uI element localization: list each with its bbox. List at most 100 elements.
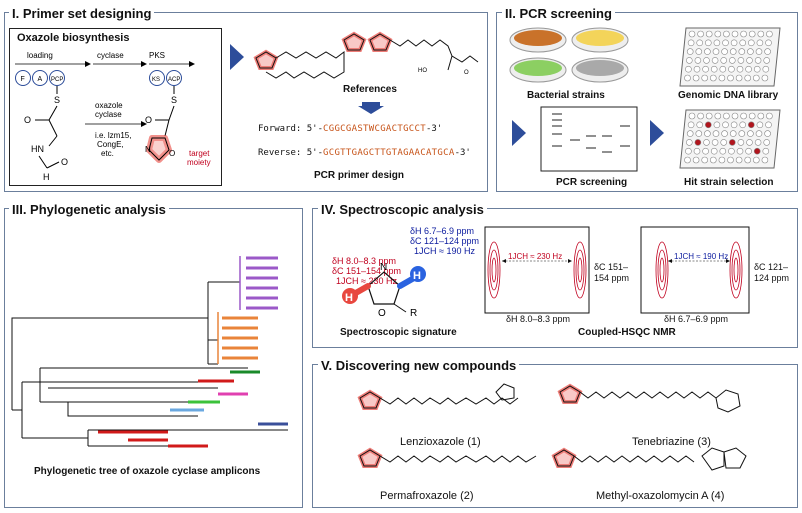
pcr-primer-design-label: PCR primer design	[314, 170, 405, 181]
hsqc-2-x-label: δH 6.7–6.9 ppm	[664, 314, 729, 324]
panel-new-compounds	[312, 364, 798, 508]
plate-well	[765, 121, 772, 129]
plate-well	[684, 156, 691, 164]
plate-well	[704, 121, 712, 129]
atom-s-right: S	[171, 95, 177, 105]
compound-lenzioxazole: Lenzioxazole (1)	[400, 436, 481, 448]
plate-well	[712, 48, 720, 55]
phylogenetic-tree	[11, 256, 288, 448]
plate-well	[728, 147, 735, 155]
plate-well	[721, 130, 728, 137]
pcr-gel	[540, 106, 638, 172]
plate-well	[745, 147, 752, 155]
compound-tenebriazine: Tenebriazine (3)	[632, 436, 711, 448]
plate-well	[701, 156, 709, 164]
plate-well	[753, 74, 760, 82]
spectroscopic-signature-label: Spectroscopic signature	[340, 327, 457, 338]
plate-well	[748, 112, 756, 120]
plate-well	[712, 130, 720, 137]
arrow-to-references	[230, 44, 244, 70]
plate-well	[695, 130, 703, 137]
plate-well	[727, 74, 734, 82]
plate-well	[696, 121, 704, 129]
cyclase-examples: i.e. lzm15,CongE,etc.	[95, 131, 131, 158]
plate-well	[722, 39, 729, 47]
atom-o-left-2: O	[61, 157, 68, 167]
reverse-primer: Reverse: 5'-GCGTTGAGCTTGTAGAACATGCA-3'	[258, 148, 471, 158]
plate-well	[729, 48, 737, 55]
atom-n-oxazole: N	[145, 145, 151, 154]
plate-well	[764, 48, 771, 55]
plate-well	[756, 121, 764, 129]
plate-well	[711, 139, 719, 146]
plate-well	[731, 30, 739, 38]
plate-well	[704, 130, 711, 137]
atom-o-left: O	[24, 115, 31, 125]
plate-well	[718, 74, 726, 82]
plate-well	[687, 39, 695, 47]
plate-well	[686, 48, 694, 55]
plate-well	[761, 156, 769, 164]
plate-well	[746, 57, 753, 64]
plate-well	[766, 112, 773, 120]
plate-well	[765, 39, 772, 47]
svg-text:O: O	[464, 70, 469, 76]
plate-well	[702, 65, 709, 73]
atom-s-left: S	[54, 95, 60, 105]
plate-well	[713, 39, 721, 47]
reference-molecules: HO O	[253, 31, 479, 79]
plate-well	[756, 39, 764, 47]
plate-well	[686, 57, 693, 64]
plate-well	[746, 139, 753, 146]
h2-shift-carbon: δC 151–154 ppm	[332, 266, 402, 276]
plate-well	[747, 130, 754, 137]
plate-well	[695, 48, 703, 55]
plate-well	[704, 48, 711, 55]
plate-well	[735, 74, 743, 82]
forward-primer: Forward: 5'-CGGCGASTWCGACTGCCT-3'	[258, 124, 443, 134]
plate-well	[754, 57, 762, 64]
panel-spectroscopic-title: IV. Spectroscopic analysis	[318, 202, 487, 217]
compound-permafroxazole: Permafroxazole (2)	[380, 490, 474, 502]
plate-well	[704, 39, 712, 47]
plate-well	[710, 65, 718, 73]
plate-well	[718, 156, 726, 164]
h5-shift-proton: δH 6.7–6.9 ppm	[410, 226, 475, 236]
plate-well	[740, 112, 747, 120]
plate-well	[737, 139, 745, 146]
hsqc-1-coupling: 1JCH ≈ 230 Hz	[508, 252, 562, 261]
plate-well	[710, 147, 718, 155]
plate-well	[745, 65, 752, 73]
plate-well	[709, 156, 717, 164]
coupled-hsqc-label: Coupled-HSQC NMR	[578, 327, 676, 338]
plate-well	[705, 112, 713, 120]
references-label: References	[343, 84, 397, 95]
plate-well	[763, 57, 770, 64]
hsqc-2-coupling: 1JCH ≈ 190 Hz	[674, 252, 728, 261]
new-compound-structures	[357, 383, 747, 471]
plate-well	[685, 147, 692, 155]
plate-well	[737, 57, 745, 64]
domain-f: F	[21, 76, 25, 83]
plate-well	[684, 74, 691, 82]
plate-well	[744, 74, 751, 82]
panel-pcr-screening-title: II. PCR screening	[502, 6, 615, 21]
plate-well	[744, 156, 751, 164]
plate-well	[723, 30, 730, 38]
plate-well	[697, 112, 704, 120]
plate-well	[693, 65, 701, 73]
plate-well	[687, 121, 695, 129]
plate-well	[739, 121, 746, 129]
panel-new-compounds-title: V. Discovering new compounds	[318, 358, 520, 373]
plate-well	[754, 139, 762, 146]
plate-well	[694, 57, 702, 64]
plate-well	[747, 48, 754, 55]
h2-coupling: 1JCH ≈ 230 Hz	[336, 276, 397, 286]
hsqc-2-y-label: δC 121– 124 ppm	[754, 262, 790, 283]
atom-h-left: H	[43, 172, 50, 182]
plate-well	[763, 139, 770, 146]
plate-well	[764, 130, 771, 137]
plate-well	[755, 48, 763, 55]
oxazole-biosynthesis-scheme: loading cyclase PKS F A PCP KS ACP S O H…	[15, 51, 211, 182]
domain-pcp: PCP	[51, 77, 63, 83]
